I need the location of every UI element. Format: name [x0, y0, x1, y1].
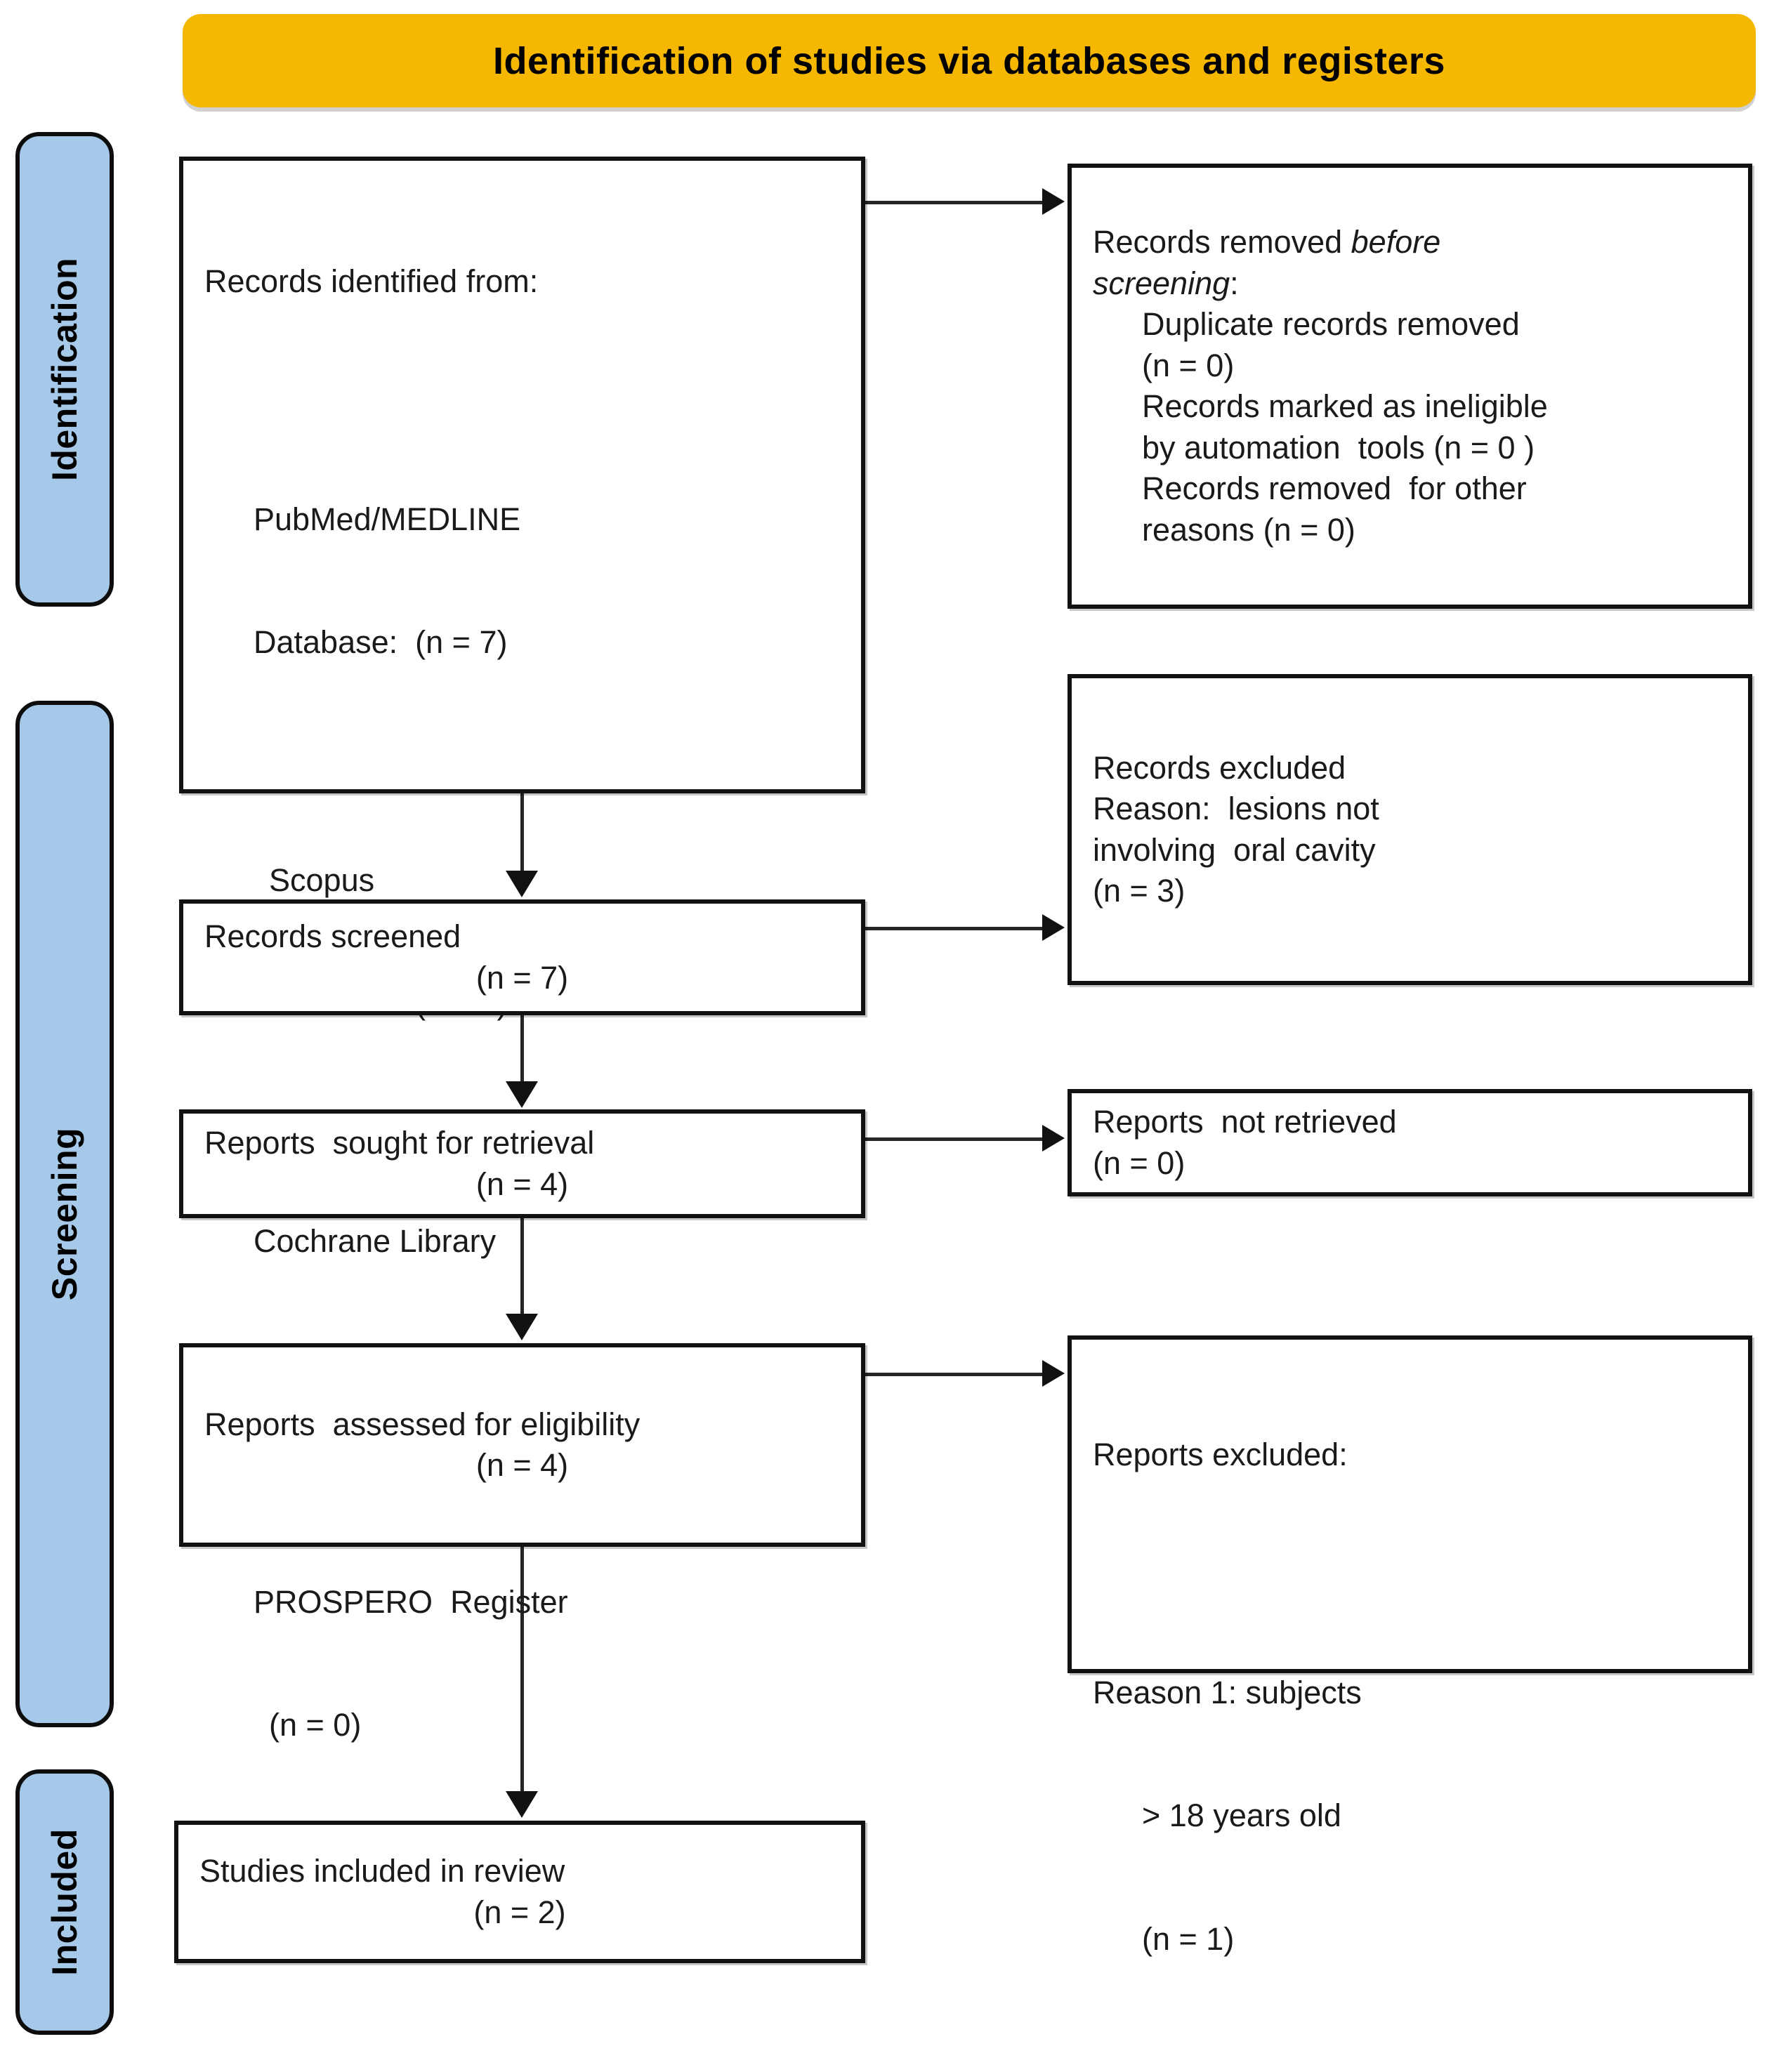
reports-assessed-count: (n = 4) [475, 1447, 569, 1483]
reports-excluded-reason-1-label: Reason 1: subjects [1093, 1674, 1362, 1710]
arrowhead-identified-to-removed [1042, 188, 1065, 215]
box-records-identified-from: Records identified from: PubMed/MEDLINE … [179, 157, 865, 1743]
stage-label-included: Included [15, 1769, 114, 2035]
removed-before-lead-line-1: Records removed before [1093, 222, 1727, 263]
reports-sought-count: (n = 4) [475, 1166, 569, 1202]
source-prospero-count: (n = 0) [269, 1707, 362, 1743]
removed-before-item-4: by automation tools (n = 0 ) [1142, 429, 1535, 466]
reports-excluded-reason-1-count: (n = 1) [1142, 1920, 1235, 1957]
spacer-r1 [1093, 1558, 1727, 1590]
box-studies-included-content: Studies included in review (n = 2) [178, 1825, 861, 1959]
source-cochrane-name: Cochrane Library [254, 1222, 497, 1259]
box-records-excluded: Records excluded Reason: lesions not inv… [1068, 674, 1752, 985]
reports-excluded-heading: Reports excluded: [1093, 1437, 1348, 1472]
removed-before-lead-italic-2: screening [1093, 265, 1230, 301]
box-reports-sought-content: Reports sought for retrieval (n = 4) [183, 1114, 861, 1214]
connector-sought-to-assessed [520, 1218, 524, 1314]
box-reports-assessed-for-eligibility: Reports assessed for eligibility (n = 4) [179, 1343, 865, 1547]
arrowhead-assessed-to-reports-excluded [1042, 1360, 1065, 1387]
source-pubmed-count: Database: (n = 7) [254, 624, 508, 660]
removed-before-item-3: Records marked as ineligible [1142, 388, 1548, 424]
spacer-2 [204, 746, 840, 778]
box-reports-not-retrieved-content: Reports not retrieved (n = 0) [1072, 1093, 1748, 1192]
source-prospero-name: PROSPERO Register [254, 1583, 568, 1620]
arrowhead-sought-to-not-retrieved [1042, 1125, 1065, 1152]
arrowhead-screened-to-excluded [1042, 914, 1065, 941]
source-scopus-name: Scopus [269, 862, 375, 898]
diagram-header-banner: Identification of studies via databases … [183, 14, 1756, 107]
connector-sought-to-not-retrieved [865, 1137, 1045, 1141]
page-title: Identification of studies via databases … [493, 39, 1445, 82]
box-reports-sought-for-retrieval: Reports sought for retrieval (n = 4) [179, 1109, 865, 1218]
stage-label-identification-text: Identification [45, 257, 85, 482]
records-excluded-line-3: involving oral cavity [1093, 831, 1376, 868]
box-studies-included-in-review: Studies included in review (n = 2) [174, 1821, 865, 1963]
removed-before-lead-colon: : [1230, 265, 1239, 301]
source-pubmed-name: PubMed/MEDLINE [254, 501, 521, 537]
records-excluded-line-2: Reason: lesions not [1093, 791, 1379, 826]
records-screened-label: Records screened [204, 918, 461, 954]
box-records-removed-content: Records removed before screening: Duplic… [1072, 168, 1748, 605]
removed-before-item-2: (n = 0) [1142, 347, 1235, 383]
records-identified-heading: Records identified from: [204, 263, 539, 299]
spacer-1 [204, 385, 840, 417]
box-reports-excluded: Reports excluded: Reason 1: subjects > 1… [1068, 1335, 1752, 1957]
connector-identified-to-screened [520, 793, 524, 871]
connector-assessed-to-reports-excluded [865, 1373, 1045, 1376]
spacer-r2 [1093, 2042, 1727, 2072]
reports-assessed-label: Reports assessed for eligibility [204, 1406, 641, 1442]
box-records-screened: Records screened (n = 7) [179, 899, 865, 1015]
arrowhead-sought-to-assessed [506, 1314, 538, 1340]
stage-label-screening: Screening [15, 701, 114, 1727]
records-screened-count: (n = 7) [475, 959, 569, 996]
stage-label-screening-text: Screening [45, 1127, 84, 1301]
reports-excluded-reason-1-detail: > 18 years old [1142, 1797, 1341, 1833]
arrowhead-assessed-to-included [506, 1791, 538, 1818]
removed-before-item-5: Records removed for other [1142, 470, 1527, 506]
box-reports-excluded-content: Reports excluded: Reason 1: subjects > 1… [1072, 1340, 1748, 2072]
arrowhead-identified-to-screened [506, 871, 538, 897]
studies-included-count: (n = 2) [473, 1894, 566, 1930]
reports-not-retrieved-count: (n = 0) [1093, 1144, 1185, 1181]
studies-included-label: Studies included in review [199, 1853, 565, 1889]
removed-before-item-6: reasons (n = 0) [1142, 511, 1355, 548]
connector-identified-to-removed [865, 201, 1045, 204]
removed-before-lead-plain: Records removed [1093, 224, 1351, 260]
removed-before-lead-italic-1: before [1351, 224, 1441, 260]
reports-not-retrieved-label: Reports not retrieved [1093, 1104, 1397, 1140]
removed-before-lead-line-2: screening: [1093, 263, 1727, 305]
connector-screened-to-sought [520, 1015, 524, 1081]
records-excluded-count: (n = 3) [1093, 873, 1185, 909]
reports-sought-label: Reports sought for retrieval [204, 1125, 595, 1161]
stage-label-included-text: Included [45, 1828, 85, 1976]
removed-before-item-1: Duplicate records removed [1142, 306, 1520, 342]
box-reports-assessed-content: Reports assessed for eligibility (n = 4) [183, 1347, 861, 1543]
arrowhead-screened-to-sought [506, 1081, 538, 1108]
box-reports-not-retrieved: Reports not retrieved (n = 0) [1068, 1089, 1752, 1196]
box-records-excluded-content: Records excluded Reason: lesions not inv… [1072, 678, 1748, 981]
records-excluded-line-1: Records excluded [1093, 749, 1346, 786]
box-records-removed-before-screening: Records removed before screening: Duplic… [1068, 164, 1752, 609]
stage-label-identification: Identification [15, 132, 114, 607]
connector-screened-to-excluded [865, 927, 1045, 930]
box-records-screened-content: Records screened (n = 7) [183, 904, 861, 1011]
connector-assessed-to-included [520, 1547, 524, 1791]
